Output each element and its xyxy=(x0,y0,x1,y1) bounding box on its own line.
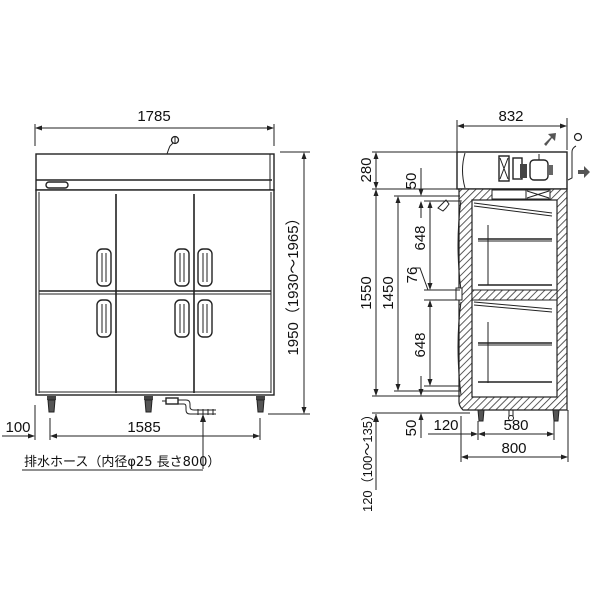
label-leg-span: 1585 xyxy=(127,419,160,436)
exhaust-arrow-icon xyxy=(544,133,556,146)
airflow-arrow-icon xyxy=(437,199,450,212)
label-leg-height: 120（100〜135） xyxy=(360,408,375,512)
label-drain-hose: 排水ホース（内径φ25 長さ800） xyxy=(24,454,220,470)
side-leg-rear xyxy=(552,409,560,422)
drain-note: 排水ホース（内径φ25 長さ800） xyxy=(22,414,220,471)
adjustable-legs xyxy=(47,396,265,413)
power-plug-icon xyxy=(166,135,180,155)
label-leg-depth-span: 580 xyxy=(503,417,528,434)
label-bottom-gap: 50 xyxy=(403,420,420,437)
door-upper xyxy=(457,199,462,291)
label-cabinet-depth: 800 xyxy=(501,440,526,457)
side-leg-front xyxy=(477,409,485,422)
dim-overall-width: 1785 xyxy=(34,108,275,146)
side-horizontal-dims: 120 580 800 xyxy=(428,410,569,462)
power-plug-icon xyxy=(573,132,583,142)
exhaust-arrow-icon xyxy=(578,166,590,178)
door-lower xyxy=(457,301,462,396)
label-body-height: 1550 xyxy=(358,276,375,309)
label-interior-height: 1450 xyxy=(380,276,397,309)
door-handles xyxy=(96,248,213,338)
label-lower-compartment: 648 xyxy=(412,332,429,357)
label-divider: 76 xyxy=(404,267,421,284)
side-vertical-dims: 280 1550 120（100〜135） 1450 50 648 76 648 xyxy=(358,151,470,512)
label-front-leg-offset: 120 xyxy=(433,417,458,434)
label-top-gap: 50 xyxy=(403,173,420,190)
drain-hose xyxy=(162,397,216,415)
label-overall-height: 1950（1930〜1965） xyxy=(285,210,302,355)
cabinet-body xyxy=(35,189,275,396)
label-overall-depth: 832 xyxy=(498,108,523,125)
top-machine-cover xyxy=(35,153,275,191)
nameplate xyxy=(45,181,69,189)
dim-overall-height: 1950（1930〜1965） xyxy=(268,151,310,415)
power-cord xyxy=(567,145,577,181)
dim-leg-span: 100 1585 xyxy=(2,405,261,440)
label-overall-width: 1785 xyxy=(137,108,170,125)
side-view: 832 xyxy=(358,108,590,512)
label-upper-compartment: 648 xyxy=(412,225,429,250)
front-view: 1785 xyxy=(2,108,310,471)
dim-overall-depth: 832 xyxy=(456,108,568,152)
label-top-section: 280 xyxy=(358,157,375,182)
label-leg-offset: 100 xyxy=(5,419,30,436)
